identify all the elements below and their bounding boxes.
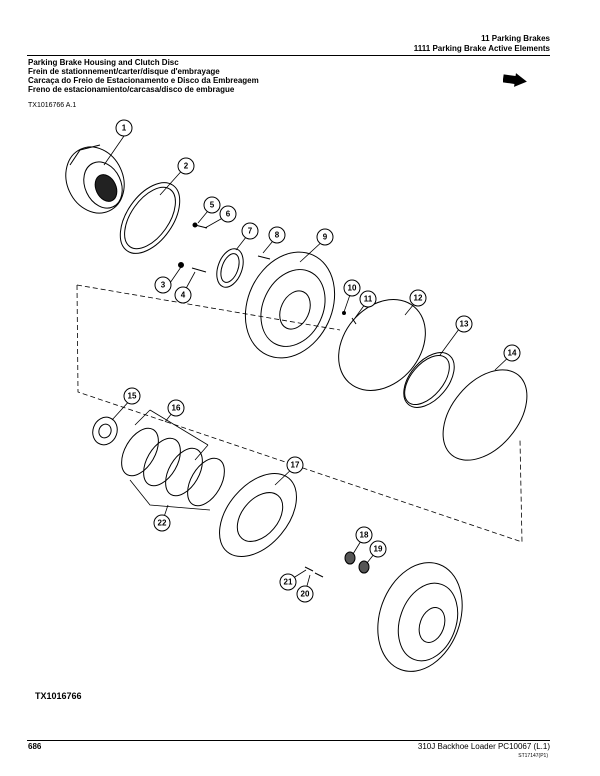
svg-text:16: 16 <box>172 404 181 413</box>
callout-5: 5 <box>203 196 221 214</box>
callout-14: 14 <box>503 344 521 362</box>
callout-21: 21 <box>279 573 297 591</box>
svg-text:12: 12 <box>414 294 423 303</box>
title-spanish: Freno de estacionamiento/carcasa/disco d… <box>28 85 235 94</box>
title-english: Parking Brake Housing and Clutch Disc <box>28 58 179 67</box>
footer-code: ST17147(P1) <box>518 753 548 759</box>
svg-text:18: 18 <box>360 531 369 540</box>
svg-text:9: 9 <box>323 233 328 242</box>
section-title: 11 Parking Brakes <box>481 34 550 43</box>
svg-text:10: 10 <box>348 284 357 293</box>
footer-rule <box>27 740 550 741</box>
callout-4: 4 <box>174 286 192 304</box>
callout-17: 17 <box>286 456 304 474</box>
callout-15: 15 <box>123 387 141 405</box>
part-housing <box>65 144 125 214</box>
callout-2: 2 <box>177 157 195 175</box>
svg-text:8: 8 <box>275 231 280 240</box>
svg-text:13: 13 <box>460 320 469 329</box>
page-number: 686 <box>28 742 42 751</box>
footer-document: 310J Backhoe Loader PC10067 (L.1) <box>417 742 550 751</box>
svg-text:6: 6 <box>226 210 231 219</box>
svg-text:19: 19 <box>374 545 383 554</box>
svg-text:1: 1 <box>122 124 127 133</box>
title-portuguese: Carcaça do Freio de Estacionamento e Dis… <box>28 76 259 85</box>
callout-7: 7 <box>241 222 259 240</box>
svg-text:2: 2 <box>184 162 189 171</box>
figure-id: TX1016766 <box>35 691 82 701</box>
svg-text:17: 17 <box>291 461 300 470</box>
callout-9: 9 <box>316 228 334 246</box>
callout-16: 16 <box>167 399 185 417</box>
callout-22: 22 <box>153 514 171 532</box>
svg-text:20: 20 <box>301 590 310 599</box>
svg-text:21: 21 <box>284 578 293 587</box>
callout-11: 11 <box>359 290 377 308</box>
callout-6: 6 <box>219 205 237 223</box>
svg-text:7: 7 <box>248 227 253 236</box>
arrow-right-icon[interactable] <box>503 73 527 87</box>
group-title: 1111 Parking Brake Active Elements <box>413 44 550 53</box>
svg-text:3: 3 <box>161 281 166 290</box>
svg-text:14: 14 <box>508 349 517 358</box>
part-gear-housing <box>377 562 463 672</box>
svg-text:15: 15 <box>128 392 137 401</box>
callout-20: 20 <box>296 585 314 603</box>
part-piston-housing <box>244 251 336 359</box>
callout-10: 10 <box>343 279 361 297</box>
callout-8: 8 <box>268 226 286 244</box>
callout-18: 18 <box>355 526 373 544</box>
svg-text:4: 4 <box>181 291 186 300</box>
header-rule <box>27 55 550 56</box>
svg-text:5: 5 <box>210 201 215 210</box>
reference-code: TX1016766 A.1 <box>28 102 77 109</box>
callout-12: 12 <box>409 289 427 307</box>
svg-text:22: 22 <box>158 519 167 528</box>
title-french: Frein de stationnement/carter/disque d'e… <box>28 67 220 76</box>
callout-13: 13 <box>455 315 473 333</box>
svg-text:11: 11 <box>364 295 373 304</box>
callout-1: 1 <box>115 119 133 137</box>
callout-3: 3 <box>154 276 172 294</box>
callout-19: 19 <box>369 540 387 558</box>
